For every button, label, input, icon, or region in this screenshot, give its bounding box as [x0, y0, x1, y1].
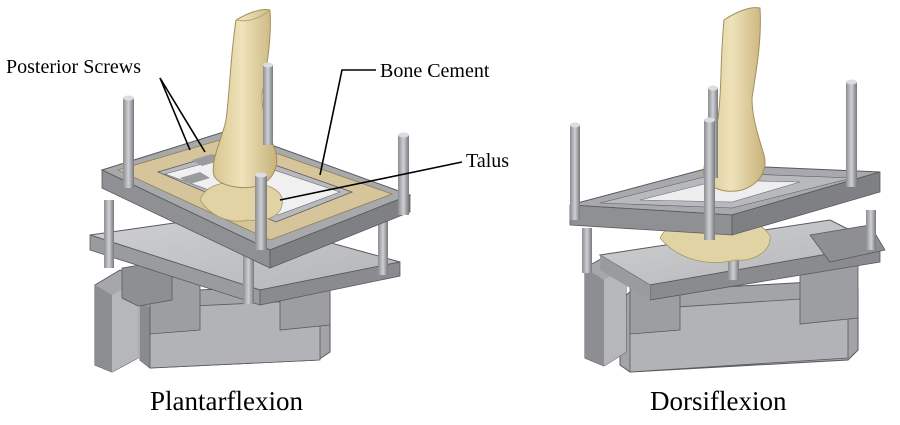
bone-cement-label: Bone Cement	[380, 60, 490, 82]
right-posts-upper	[570, 79, 857, 240]
talus-label: Talus	[466, 150, 510, 172]
posterior-screws-leader-2	[159, 77, 206, 153]
plantarflexion-fixture	[89, 9, 412, 373]
plantarflexion-caption: Plantarflexion	[150, 386, 303, 416]
posterior-screws-label: Posterior Screws	[6, 56, 141, 78]
posterior-screws-leader	[159, 77, 191, 151]
talus-leader	[279, 161, 463, 201]
bone-cement-leader	[319, 69, 376, 176]
right-base-frame	[619, 249, 859, 373]
left-tibia	[212, 9, 278, 189]
left-side-block	[94, 261, 173, 373]
dorsiflexion-caption: Dorsiflexion	[650, 386, 787, 416]
right-side-block	[584, 255, 627, 367]
left-posts-lower	[104, 200, 388, 304]
label-leader-lines	[159, 69, 463, 201]
dorsiflexion-fixture	[569, 7, 886, 373]
